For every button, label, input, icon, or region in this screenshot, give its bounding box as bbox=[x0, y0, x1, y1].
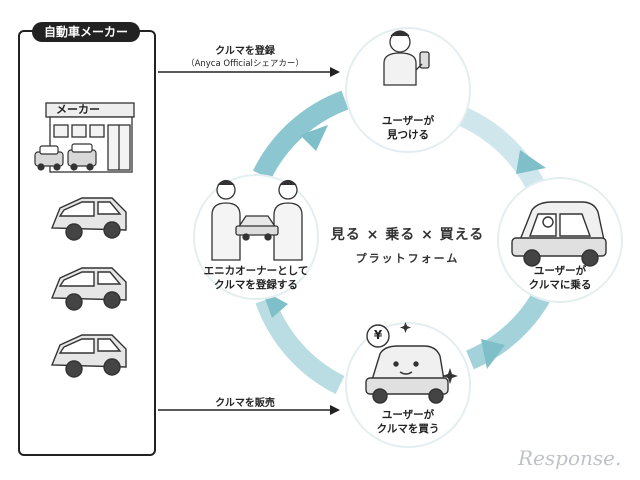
ring-segment-bottom-left bbox=[255, 296, 345, 394]
car-icon bbox=[67, 143, 97, 171]
yen-coin-icon bbox=[366, 324, 390, 348]
person-phone-icon bbox=[383, 30, 430, 86]
car-icon bbox=[365, 345, 449, 404]
arrow-right-icon bbox=[158, 405, 340, 415]
response-logo: Response. bbox=[518, 446, 622, 470]
node-top-line1: ユーザーが bbox=[381, 115, 435, 127]
platform-title: 見る × 乗る × 買える bbox=[330, 227, 485, 243]
ring-segment-right-bottom bbox=[465, 285, 554, 370]
register-flow-line1: クルマを登録 bbox=[215, 46, 275, 57]
node-bottom-line2: クルマを買う bbox=[376, 423, 440, 435]
car-icon bbox=[50, 197, 127, 241]
sell-flow-label: クルマを販売 bbox=[215, 398, 275, 409]
yen-symbol: ¥ bbox=[373, 328, 383, 342]
node-left-line1: エニカオーナーとして bbox=[203, 265, 309, 277]
node-label-top: ユーザーが 見つける bbox=[358, 114, 458, 142]
arrow-right-icon bbox=[158, 67, 340, 77]
node-bottom-line1: ユーザーが bbox=[381, 409, 435, 421]
building-sign: メーカー bbox=[56, 103, 100, 116]
node-left-line2: クルマを登録する bbox=[214, 279, 298, 291]
ring-arrowheads bbox=[262, 125, 546, 369]
car-icon bbox=[50, 334, 127, 378]
register-flow-label: クルマを登録 （Anyca Officialシェアカー） bbox=[160, 42, 330, 69]
node-circle-top bbox=[345, 27, 471, 153]
ring-arrowhead-4 bbox=[300, 125, 328, 151]
node-right-line1: ユーザーが bbox=[533, 265, 587, 277]
sparkle-icon bbox=[400, 322, 458, 384]
ring-arrowhead-2 bbox=[481, 339, 505, 369]
node-label-bottom: ユーザーが クルマを買う bbox=[358, 408, 458, 436]
node-right-line2: クルマに乗る bbox=[528, 279, 592, 291]
car-icon bbox=[34, 145, 64, 171]
node-label-right: ユーザーが クルマに乗る bbox=[510, 264, 610, 292]
platform-subtitle: プラットフォーム bbox=[355, 252, 460, 265]
maker-panel bbox=[18, 30, 156, 456]
person-driving-icon bbox=[511, 201, 607, 267]
register-flow-line2: （Anyca Officialシェアカー） bbox=[186, 59, 304, 69]
ring-segment-left-top bbox=[253, 90, 349, 180]
node-label-left: エニカオーナーとして クルマを登録する bbox=[196, 264, 316, 292]
car-icon bbox=[50, 267, 127, 311]
handshake-icon bbox=[211, 179, 303, 261]
node-top-line2: 見つける bbox=[387, 129, 429, 141]
ring-arrowhead-1 bbox=[516, 150, 546, 174]
maker-tag: 自動車メーカー bbox=[32, 22, 141, 42]
